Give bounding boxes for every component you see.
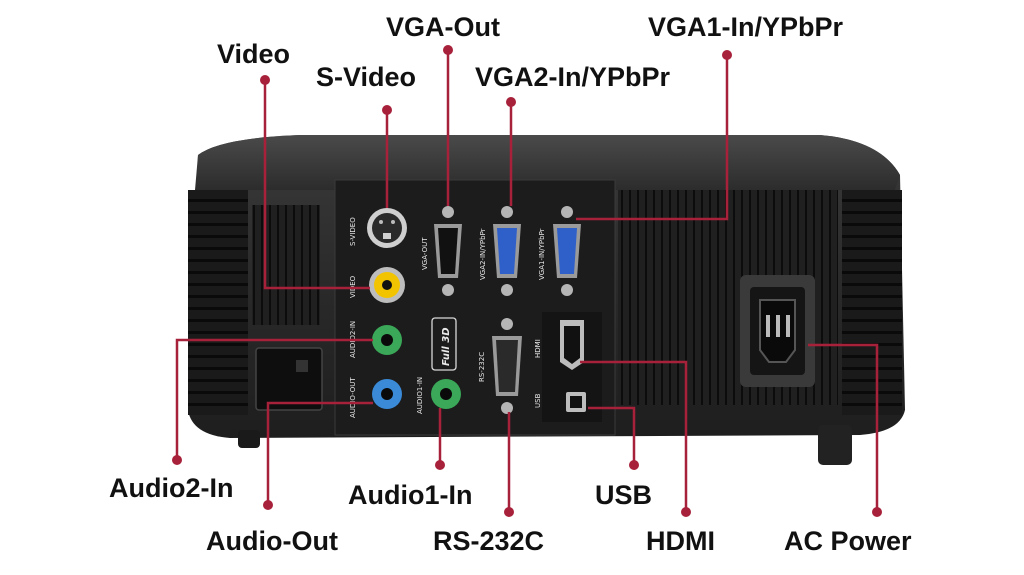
audio2-in-port [372, 325, 402, 355]
leader-dot-s-video [382, 105, 392, 115]
callout-vga2-in: VGA2-In/YPbPr [475, 62, 671, 92]
panel-printed-labels: S-VIDEO VIDEO AUDIO2-IN AUDIO-OUT VGA-OU… [349, 217, 546, 418]
leader-dot-ac-power [872, 507, 882, 517]
leader-dot-vga2-in [506, 97, 516, 107]
callout-audio2-in: Audio2-In [109, 473, 234, 503]
hdmi-port [560, 320, 584, 370]
leader-vga1-in [576, 55, 729, 221]
callout-leaders [172, 45, 882, 517]
panel-label-audio-out: AUDIO-OUT [349, 377, 357, 418]
callout-audio1-in: Audio1-In [348, 480, 473, 510]
callout-usb: USB [595, 480, 653, 510]
panel-label-hdmi: HDMI [534, 339, 542, 358]
leader-dot-video [260, 75, 270, 85]
callout-rs232c: RS-232C [433, 526, 545, 556]
leader-dot-audio-out [263, 500, 273, 510]
s-video-port [367, 208, 407, 248]
leader-dot-audio1-in [435, 460, 445, 470]
panel-label-vga1-in: VGA1-IN/YPbPr [538, 228, 546, 280]
callout-vga1-in: VGA1-In/YPbPr [648, 12, 844, 42]
panel-label-usb: USB [534, 393, 542, 408]
audio1-in-port [431, 379, 461, 409]
ac-power-inlet [740, 275, 815, 387]
panel-label-s-video: S-VIDEO [349, 217, 357, 246]
panel-label-vga2-in: VGA2-IN/YPbPr [479, 228, 487, 280]
leader-audio-out [266, 401, 373, 505]
full3d-logo: Full 3D [441, 327, 452, 366]
panel-label-rs232c: RS-232C [478, 352, 486, 382]
callout-s-video: S-Video [316, 62, 417, 92]
vga1-in-port [553, 206, 581, 296]
leader-dot-audio2-in [172, 455, 182, 465]
panel-label-vga-out: VGA-OUT [421, 237, 429, 270]
callout-vga-out: VGA-Out [386, 12, 500, 42]
leader-hdmi [580, 360, 688, 512]
leader-ac-power [808, 343, 879, 512]
callout-video: Video [217, 39, 291, 69]
panel-label-video: VIDEO [349, 275, 357, 298]
leader-dot-hdmi [681, 507, 691, 517]
panel-label-audio1-in: AUDIO1-IN [416, 377, 424, 414]
rs232c-port [492, 318, 522, 414]
callout-ac-power: AC Power [784, 526, 912, 556]
leader-video [263, 80, 370, 290]
vga2-in-port [493, 206, 521, 296]
leader-usb [588, 406, 636, 465]
callout-hdmi: HDMI [646, 526, 715, 556]
video-rca-port [369, 267, 405, 303]
callout-audio-out: Audio-Out [206, 526, 338, 556]
leader-dot-vga1-in [722, 50, 732, 60]
leader-dot-vga-out [443, 45, 453, 55]
leader-dot-rs232c [504, 507, 514, 517]
leader-dot-usb [629, 460, 639, 470]
leader-audio2-in [175, 338, 373, 460]
usb-port [566, 392, 586, 412]
audio-out-port [372, 379, 402, 409]
vga-out-port [434, 206, 462, 296]
